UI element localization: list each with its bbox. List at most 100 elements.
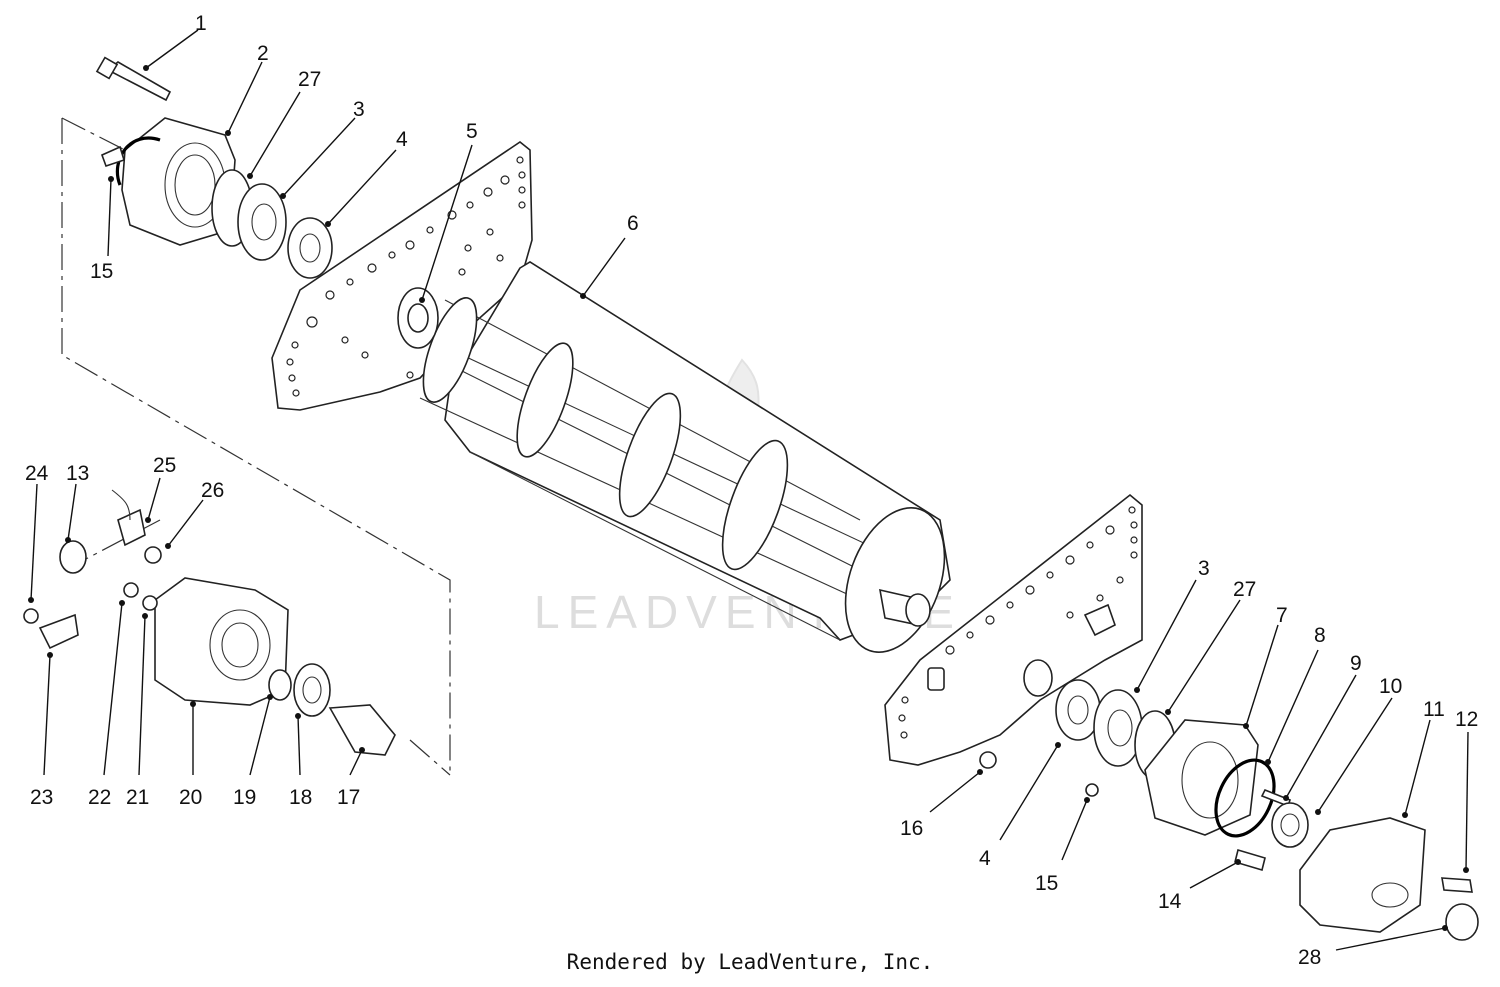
left-bearing-group [95,56,333,279]
reel-shaft-left [397,287,439,349]
callout-4-right-label: 4 [979,847,991,870]
left-plate-holes [286,156,526,397]
callout-24-label: 24 [25,462,49,485]
callout-1-label: 1 [195,12,207,35]
nut-22 [123,582,139,598]
washer-21 [142,595,158,611]
callout-24: 24 [25,462,49,603]
o-ring-8 [1214,758,1276,838]
fitting-15-left [100,145,125,168]
bolt-14 [1234,848,1266,872]
callouts: 1 2 27 3 4 5 6 15 [25,12,1478,969]
callout-13: 13 [65,462,89,543]
callout-26: 26 [165,479,224,549]
callout-15-top-label: 15 [90,260,113,283]
callout-19-label: 19 [233,786,256,809]
cover-11 [1299,817,1426,933]
reel-shaft-right [878,588,931,627]
callout-5-label: 5 [466,120,478,143]
spacer-10 [1271,802,1309,848]
callout-16-label: 16 [900,817,923,840]
plate-stud [927,667,945,691]
housing-20 [154,577,289,706]
sensor-25 [117,508,146,547]
callout-2: 2 [225,42,269,136]
callout-3-right-label: 3 [1198,557,1210,580]
callout-18-label: 18 [289,786,312,809]
callout-28-label: 28 [1298,946,1321,969]
callout-3-top-label: 3 [353,98,365,121]
callout-27-right: 27 [1165,578,1256,715]
callout-27-top-label: 27 [298,68,321,91]
callout-21-label: 21 [126,786,149,809]
callout-15-top: 15 [90,176,114,283]
washer-4-left [287,217,333,279]
callout-16: 16 [900,769,983,840]
callout-27-right-label: 27 [1233,578,1256,601]
fitting-15-right [1085,783,1099,797]
callout-20-label: 20 [179,786,202,809]
callout-8: 8 [1265,624,1326,765]
callout-10-label: 10 [1379,675,1402,698]
callout-23-label: 23 [30,786,53,809]
callout-4-top-label: 4 [396,128,408,151]
seal-18 [293,663,331,717]
callout-12-label: 12 [1455,708,1478,731]
callout-17: 17 [337,747,365,809]
callout-20: 20 [179,701,202,809]
callout-22: 22 [88,600,125,809]
callout-12: 12 [1455,708,1478,873]
callout-17-label: 17 [337,786,360,809]
spacer-19 [268,669,292,701]
callout-27-top: 27 [247,68,321,179]
callout-22-label: 22 [88,786,111,809]
footer-credit: Rendered by LeadVenture, Inc. [566,950,934,974]
callout-28: 28 [1298,925,1448,969]
callout-25-label: 25 [153,454,176,477]
callout-10: 10 [1315,675,1402,815]
nut-16 [979,751,997,769]
callout-11: 11 [1402,698,1445,818]
clip-23 [38,613,79,650]
right-bearing-group [979,679,1479,941]
callout-19: 19 [233,694,273,809]
callout-6: 6 [580,212,639,299]
callout-23: 23 [30,652,53,809]
callout-15-right-label: 15 [1035,872,1058,895]
reel-assembly [397,261,951,653]
callout-9-label: 9 [1350,652,1362,675]
callout-2-label: 2 [257,42,269,65]
drive-housing-group [23,489,396,756]
callout-1: 1 [143,12,207,71]
callout-5: 5 [419,120,478,303]
nut-13 [59,540,87,574]
callout-4-top: 4 [325,128,408,227]
callout-14: 14 [1158,859,1241,913]
callout-4-right: 4 [979,742,1061,870]
callout-14-label: 14 [1158,890,1182,913]
plate-bracket [1083,603,1116,637]
callout-8-label: 8 [1314,624,1326,647]
callout-18: 18 [289,713,312,809]
drive-shaft-17 [328,704,396,756]
callout-3-top: 3 [280,98,365,199]
right-shaft-stub [1023,659,1053,697]
callout-25: 25 [145,454,176,523]
bearing-3-right [1093,689,1143,767]
bearing-3-left [237,183,287,261]
bolt-12 [1441,877,1473,893]
washer-26 [144,546,162,564]
o-ring-left [115,136,161,186]
callout-21: 21 [126,613,149,809]
bolt-24 [23,608,39,624]
bolt-1 [106,61,172,102]
callout-6-label: 6 [627,212,639,235]
right-side-plate [884,493,1143,766]
plug-28 [1445,903,1479,941]
callout-7: 7 [1243,604,1288,729]
callout-13-label: 13 [66,462,89,485]
callout-26-label: 26 [201,479,224,502]
callout-9: 9 [1283,652,1362,801]
left-side-plate [271,141,533,411]
